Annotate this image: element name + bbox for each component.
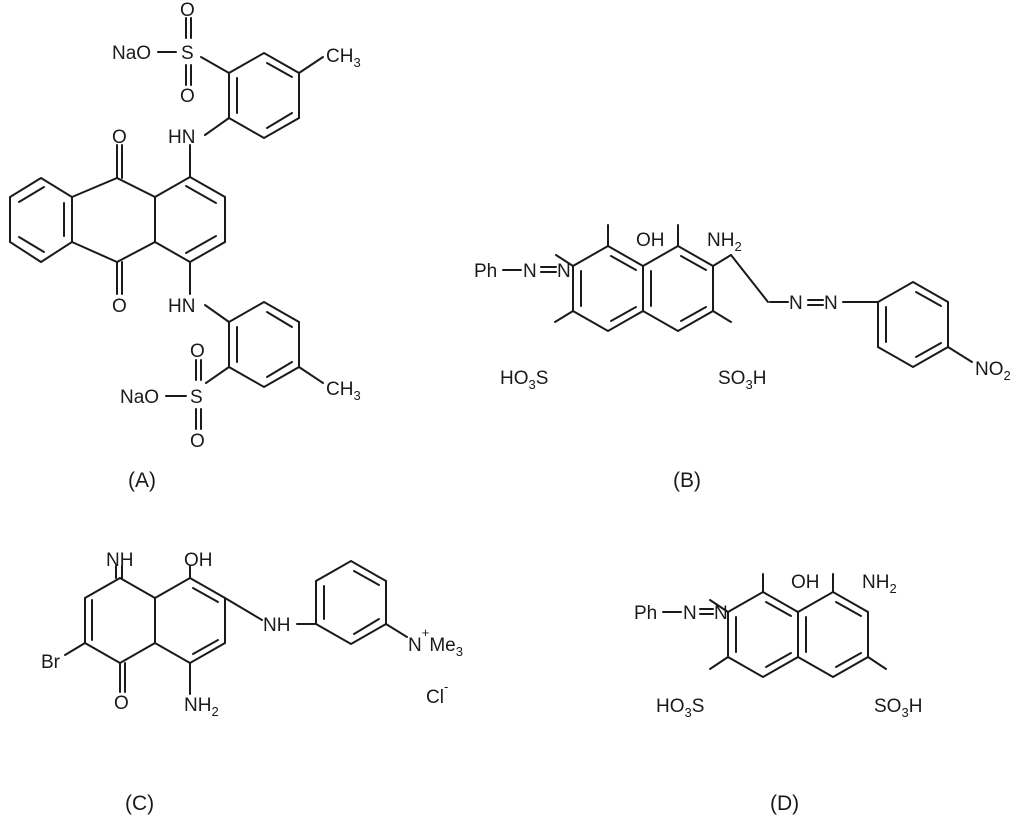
- structure-b-so3h: SO3H: [718, 368, 766, 392]
- structure-b-nitrophenyl-ring: [877, 280, 973, 369]
- structure-d-naphthalene: [662, 573, 887, 679]
- structure-b-nh2: NH2: [707, 230, 742, 254]
- structure-d: Ph N N OH NH2 HO3S SO3H (D): [634, 572, 922, 815]
- structure-b-ho3s: HO3S: [500, 368, 548, 392]
- structure-a-upper-tolyl-ring: [157, 17, 324, 140]
- structure-a-s-top: S: [181, 43, 194, 64]
- structure-b-n1: N: [523, 261, 537, 282]
- structure-c-cl: Cl-: [426, 679, 448, 708]
- structure-d-ph: Ph: [634, 603, 657, 624]
- structure-c-nh-link: NH: [263, 615, 290, 636]
- structure-c-nh-imine: NH: [106, 550, 133, 571]
- structure-d-n2: N: [714, 603, 728, 624]
- structure-a-hn-bottom: HN: [168, 296, 195, 317]
- structure-d-n1: N: [683, 603, 697, 624]
- structure-b-n4: N: [824, 293, 838, 314]
- structure-a-o-carbonyl-bottom: O: [112, 296, 127, 317]
- structure-a-nao-bottom: NaO: [120, 387, 159, 408]
- structure-a-ch3-top: CH3: [326, 46, 361, 70]
- structure-a-amino-ring: [154, 144, 226, 295]
- structure-c-nh2: NH2: [184, 695, 219, 719]
- structure-a-o-top-1: O: [180, 0, 195, 21]
- structure-a-hn-links: [204, 117, 230, 323]
- structure-a-o-bottom-1: O: [190, 341, 205, 362]
- structure-a-s-bottom: S: [190, 387, 203, 408]
- structure-b: Ph N N OH NH2 N N NO2 HO3S SO3H (B): [474, 224, 1011, 492]
- structure-a-o-carbonyl-top: O: [112, 127, 127, 148]
- structure-a-caption: (A): [128, 469, 156, 492]
- structure-a-lower-tolyl-ring: [165, 300, 324, 430]
- structure-c-left-ring: [64, 565, 156, 693]
- structure-d-ho3s: HO3S: [656, 696, 704, 720]
- structure-b-n2: N: [557, 261, 571, 282]
- structure-c-aryl-ring: [296, 559, 408, 646]
- structure-c-o: O: [114, 693, 129, 714]
- structure-b-ph: Ph: [474, 261, 497, 282]
- structure-c-nme3: N+Me3: [408, 625, 463, 659]
- structure-c-right-ring: [154, 565, 263, 695]
- structure-d-so3h: SO3H: [874, 696, 922, 720]
- structure-c-oh: OH: [184, 550, 213, 571]
- structure-b-no2: NO2: [975, 359, 1011, 383]
- structure-d-nh2: NH2: [862, 572, 897, 596]
- structure-a-o-top-2: O: [180, 86, 195, 107]
- structure-b-oh: OH: [636, 230, 665, 251]
- structure-a-benzo-ring: [9, 177, 73, 264]
- structure-a-o-bottom-2: O: [190, 431, 205, 452]
- structure-b-caption: (B): [673, 469, 701, 492]
- structure-c-br: Br: [41, 652, 61, 673]
- structure-d-oh: OH: [791, 572, 820, 593]
- structure-b-naphthalene: [502, 224, 879, 333]
- structure-a-ch3-bottom: CH3: [326, 379, 361, 403]
- structure-a-hn-top: HN: [168, 127, 195, 148]
- structure-c: NH OH NH Br O NH2 N+Me3 Cl- (C): [41, 550, 463, 815]
- structure-a-nao-top: NaO: [112, 43, 151, 64]
- structure-d-caption: (D): [770, 792, 799, 815]
- structure-a: NaO S O O CH3 HN O O HN NaO S O O CH3 (A…: [9, 0, 361, 492]
- structure-b-n3: N: [789, 293, 803, 314]
- structure-a-quinone-ring: [71, 144, 156, 295]
- structure-c-caption: (C): [125, 792, 154, 815]
